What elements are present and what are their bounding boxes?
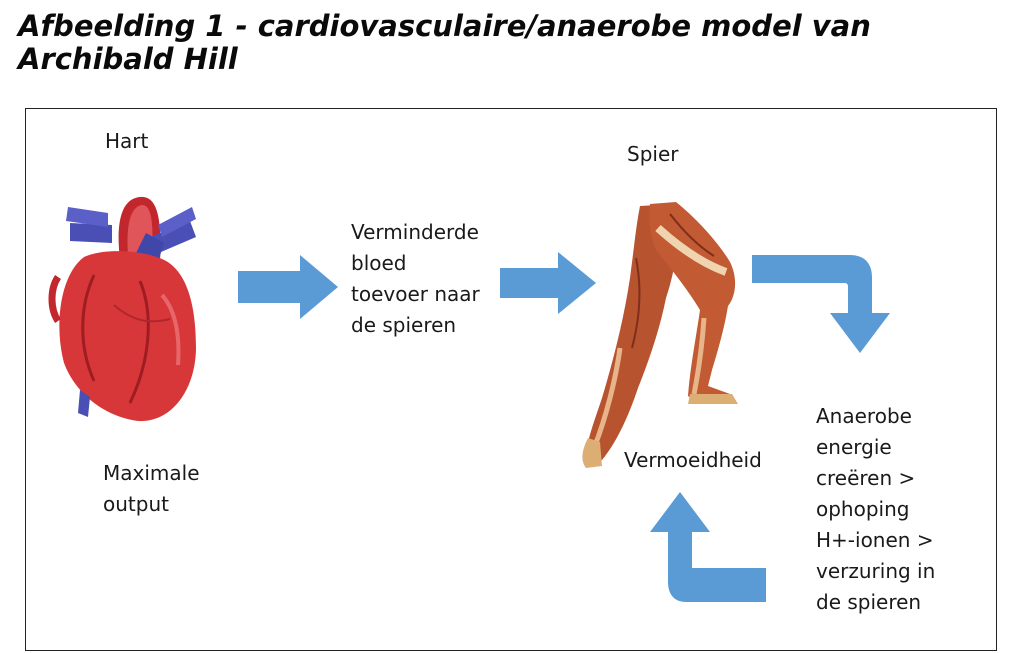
anaerobic-text: Anaerobe energie creëren > ophoping H+-i…	[816, 404, 936, 614]
heart-output-text: Maximale output	[103, 461, 200, 516]
fatigue-label: Vermoeidheid	[624, 448, 762, 472]
arrow-right-icon	[500, 252, 596, 314]
bent-arrow-down-icon	[752, 255, 890, 353]
muscle-label: Spier	[627, 142, 679, 166]
bent-arrow-up-icon	[650, 492, 766, 602]
heart-illustration-icon	[48, 196, 197, 422]
leg-muscle-illustration-icon	[582, 202, 738, 468]
caption-line-1: Afbeelding 1 - cardiovasculaire/anaerobe…	[18, 9, 871, 43]
arrow-right-icon	[238, 255, 338, 319]
figure-caption: Afbeelding 1 - cardiovasculaire/anaerobe…	[18, 10, 1008, 76]
reduced-blood-text: Verminderde bloed toevoer naar de spiere…	[351, 220, 480, 337]
heart-label: Hart	[105, 129, 149, 153]
caption-line-2: Archibald Hill	[18, 42, 238, 76]
